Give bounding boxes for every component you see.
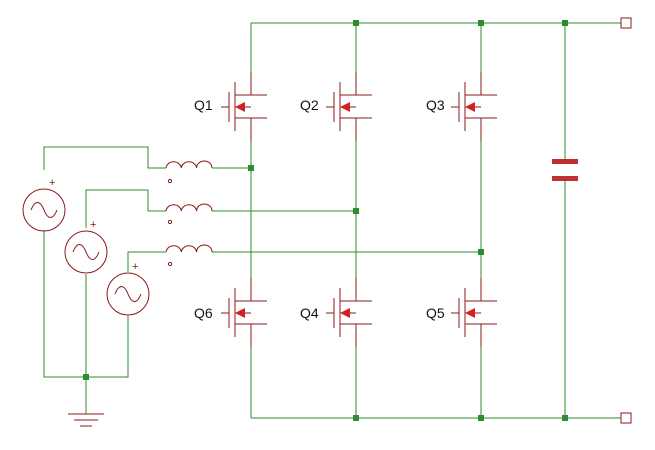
transistor-label: Q6 [194,305,213,321]
capacitor [552,159,578,181]
mosfet-q2: Q2 [300,71,373,142]
sine-wave-icon [72,244,100,260]
source-1: + [22,177,66,232]
capacitor-plate [552,159,578,164]
inductor-dot [167,219,173,225]
source-2-wire [85,189,166,228]
mosfet-q3: Q3 [426,71,498,142]
source-2: + [64,219,108,274]
capacitor-plate [552,176,578,181]
junction-dot [562,20,568,26]
junction-dot [353,415,359,421]
source-polarity: + [49,177,55,189]
sine-wave-icon [30,202,58,218]
inductor-c [165,244,213,267]
junction-dot [478,249,484,255]
junctions [83,20,568,421]
mosfet-q5: Q5 [426,277,498,348]
junction-dot [353,208,359,214]
junction-dot [562,415,568,421]
wires [43,22,623,419]
transistor-label: Q4 [300,305,319,321]
junction-dot [353,20,359,26]
ground-icon [68,413,104,427]
dc-positive-terminal [620,17,632,29]
junction-dot [83,374,89,380]
transistor-label: Q2 [300,97,319,113]
transistor-label: Q5 [426,305,445,321]
sine-wave-icon [114,286,142,302]
junction-dot [478,415,484,421]
source-3: + [106,261,150,316]
inductor-b [165,203,213,225]
mosfet-q4: Q4 [300,277,373,348]
inductor-dot [167,261,173,267]
source-polarity: + [90,219,96,231]
mosfet-q6: Q6 [194,277,268,348]
source-1-wire [43,146,166,170]
source-3-wire [127,251,166,272]
mosfet-q1: Q1 [194,71,268,142]
source-polarity: + [132,261,138,273]
transistor-label: Q3 [426,97,445,113]
junction-dot [478,20,484,26]
inductor-dot [167,178,173,184]
inductor-a [165,160,213,184]
dc-negative-terminal [620,412,632,424]
junction-dot [248,165,254,171]
neutral-wire [43,230,129,414]
transistor-label: Q1 [194,97,213,113]
